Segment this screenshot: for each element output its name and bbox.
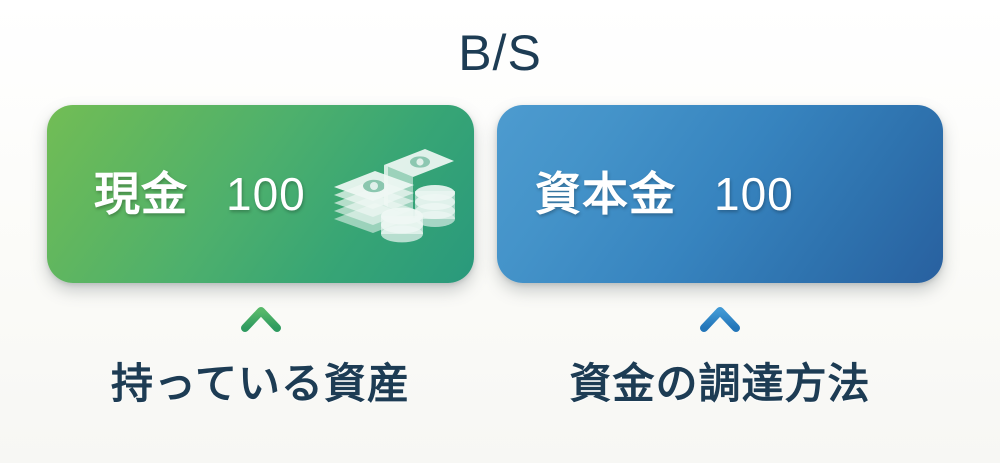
page-title: B/S: [458, 25, 542, 81]
card-equity-row: 資本金 100: [535, 171, 794, 217]
card-equity-label: 資本金: [535, 168, 676, 220]
note-equity-caption: 資金の調達方法: [569, 360, 871, 407]
card-equity-inner: 資本金 100: [497, 105, 943, 283]
card-assets-row: 現金 100: [94, 171, 306, 217]
card-assets-inner: 現金 100: [47, 105, 474, 283]
card-assets-label: 現金: [94, 168, 188, 220]
arrow-up-icon-equity: [700, 307, 740, 353]
money-stack-icon: [334, 149, 455, 243]
card-assets-amount: 100: [226, 168, 306, 220]
note-assets: 持っている資産: [47, 305, 474, 409]
note-equity: 資金の調達方法: [497, 305, 943, 409]
arrow-up-icon-assets: [240, 307, 281, 353]
note-assets-caption: 持っている資産: [111, 360, 410, 407]
card-assets: 現金 100: [47, 105, 474, 283]
card-equity: 資本金 100: [497, 105, 943, 283]
card-equity-amount: 100: [714, 168, 794, 220]
